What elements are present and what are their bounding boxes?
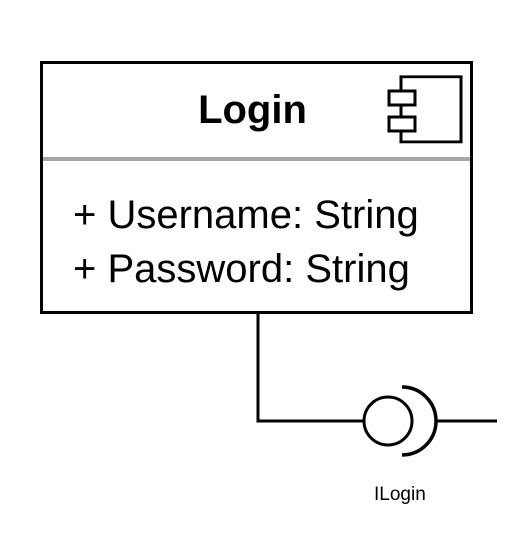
connector-line xyxy=(256,314,364,423)
login-component[interactable]: Login + Username: String + Password: Str… xyxy=(40,61,473,314)
attribute-password: + Password: String xyxy=(73,247,410,291)
attribute-username: + Username: String xyxy=(73,193,419,237)
component-name: Login xyxy=(198,88,307,132)
interface-label: ILogin xyxy=(374,484,426,505)
component-icon xyxy=(387,75,463,144)
attribute-list: + Username: String + Password: String xyxy=(73,188,419,296)
provided-interface-ball[interactable] xyxy=(362,395,414,447)
component-header: Login xyxy=(43,64,470,161)
header-divider xyxy=(43,157,470,161)
component-title: Login xyxy=(43,88,470,132)
